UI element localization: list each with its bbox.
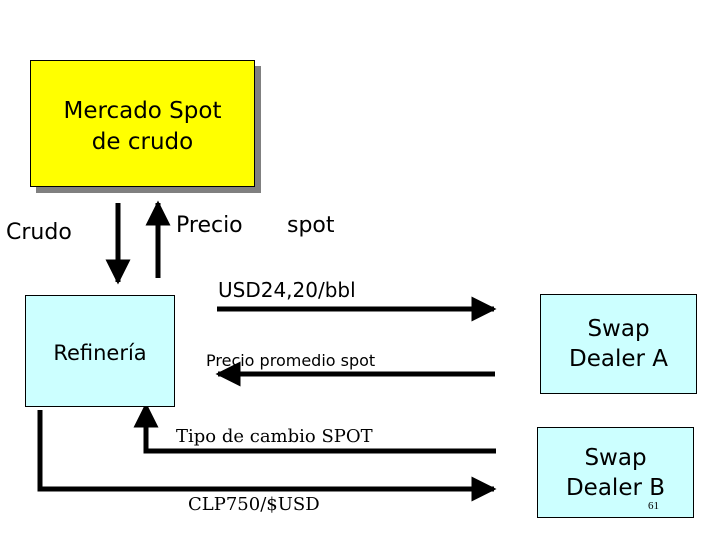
crudo-label: Crudo xyxy=(6,220,72,245)
fx-spot-label: Tipo de cambio SPOT xyxy=(176,426,373,447)
fixed-price-label: USD24,20/bbl xyxy=(218,278,356,302)
dealer-b-line2: Dealer B xyxy=(565,474,666,501)
dealer-b-line1: Swap xyxy=(584,444,647,471)
dealer-a-line1: Swap xyxy=(587,316,650,342)
spot-label: spot xyxy=(287,213,335,238)
spot-market-line1: Mercado Spot xyxy=(63,98,222,124)
precio-label: Precio xyxy=(176,213,243,238)
fx-spot-arrow xyxy=(133,402,496,454)
refinery-box: Refinería xyxy=(25,295,175,407)
fx-rate-arrow xyxy=(37,410,497,502)
fx-rate-label: CLP750/$USD xyxy=(188,494,320,515)
refinery-label: Refinería xyxy=(53,341,147,365)
spot-market-box: Mercado Spot de crudo xyxy=(30,60,255,187)
swap-dealer-b-box: Swap Dealer B xyxy=(537,427,694,518)
swap-dealer-a-box: Swap Dealer A xyxy=(540,294,697,394)
spot-market-line2: de crudo xyxy=(91,129,194,155)
avg-spot-price-label: Precio promedio spot xyxy=(206,351,376,370)
dealer-a-line2: Dealer A xyxy=(569,346,668,372)
page-number: 61 xyxy=(648,500,659,512)
